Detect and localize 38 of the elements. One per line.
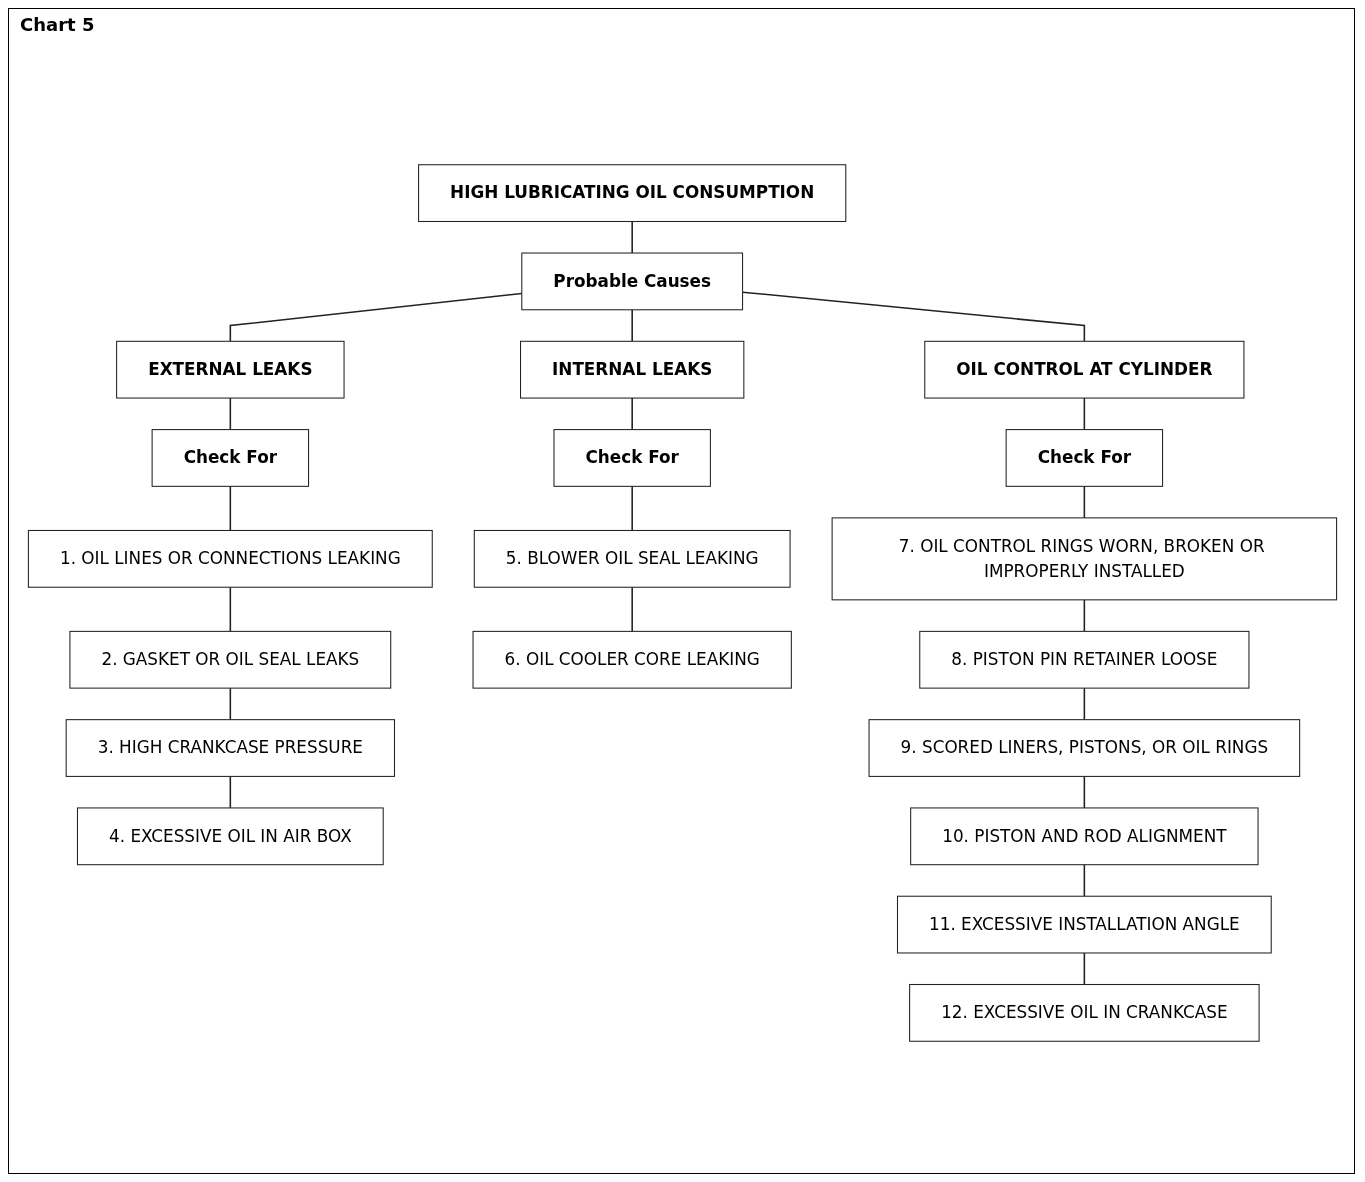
node-box: 8. PISTON PIN RETAINER LOOSE <box>919 630 1250 689</box>
connector <box>631 220 633 254</box>
connector <box>1083 485 1086 519</box>
node-box: 4. EXCESSIVE OIL IN AIR BOX <box>76 807 384 866</box>
node-box: HIGH LUBRICATING OIL CONSUMPTION <box>418 164 847 222</box>
connector <box>1083 397 1086 431</box>
node-box: 6. OIL COOLER CORE LEAKING <box>472 630 792 689</box>
connector <box>631 586 633 633</box>
node-box: 7. OIL CONTROL RINGS WORN, BROKEN OR IMPROPERLY INSTALLED <box>831 517 1338 601</box>
node-box: 3. HIGH CRANKCASE PRESSURE <box>65 719 395 777</box>
node-box: 2. GASKET OR OIL SEAL LEAKS <box>69 630 392 689</box>
connector <box>229 485 232 532</box>
node-box: Probable Causes <box>521 252 744 311</box>
node-box: Check For <box>553 429 711 487</box>
node-box: 1. OIL LINES OR CONNECTIONS LEAKING <box>27 529 433 588</box>
node-box: INTERNAL LEAKS <box>520 340 745 399</box>
connector <box>229 687 232 721</box>
connector <box>229 586 232 633</box>
connector <box>1083 863 1086 897</box>
connector <box>1083 687 1086 721</box>
connector <box>1083 775 1086 809</box>
connector <box>631 485 633 532</box>
connector <box>229 775 232 809</box>
node-box: 9. SCORED LINERS, PISTONS, OR OIL RINGS <box>868 719 1301 777</box>
connector <box>631 308 633 343</box>
node-box: 11. EXCESSIVE INSTALLATION ANGLE <box>896 895 1272 954</box>
node-box: OIL CONTROL AT CYLINDER <box>924 340 1245 399</box>
chart-number: Chart 5 <box>20 14 95 35</box>
connector <box>631 397 633 431</box>
connector <box>1083 952 1086 986</box>
node-box: 5. BLOWER OIL SEAL LEAKING <box>473 529 791 588</box>
node-box: 12. EXCESSIVE OIL IN CRANKCASE <box>909 984 1260 1042</box>
node-box: 10. PISTON AND ROD ALIGNMENT <box>910 807 1259 866</box>
node-box: Check For <box>151 429 310 487</box>
connector <box>229 397 232 431</box>
node-box: EXTERNAL LEAKS <box>116 340 345 399</box>
node-box: Check For <box>1005 429 1164 487</box>
connector <box>1083 599 1086 633</box>
